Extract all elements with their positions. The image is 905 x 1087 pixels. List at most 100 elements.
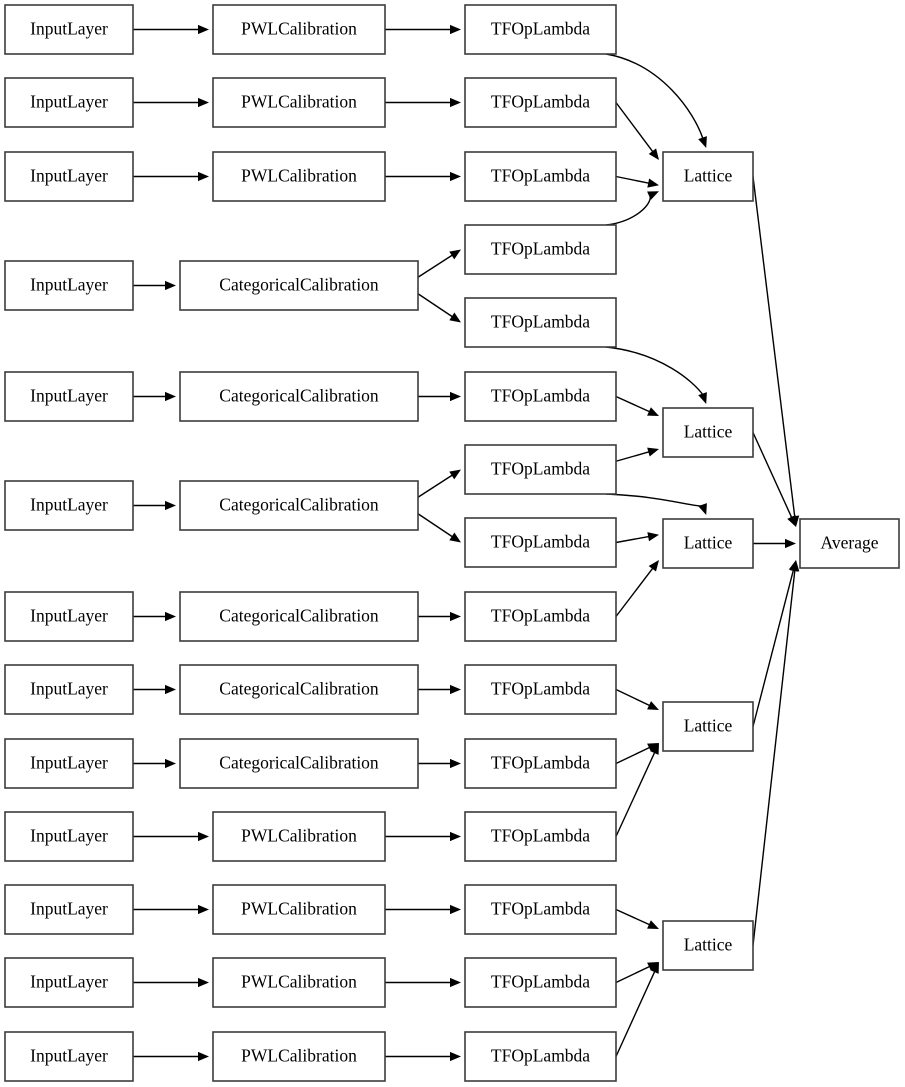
node-input-layer-in4[interactable]: InputLayer bbox=[4, 260, 134, 311]
node-box[interactable] bbox=[179, 664, 419, 715]
node-box[interactable] bbox=[464, 884, 617, 935]
node-box[interactable] bbox=[4, 1031, 134, 1082]
node-box[interactable] bbox=[662, 518, 754, 569]
node-tfop-lambda-lam7[interactable]: TFOpLambda bbox=[464, 444, 617, 495]
node-pwlcalibration-cal13[interactable]: PWLCalibration bbox=[212, 1031, 386, 1082]
node-box[interactable] bbox=[4, 591, 134, 642]
node-box[interactable] bbox=[179, 480, 419, 531]
edge-cal6-to-lam8-arrow bbox=[449, 532, 461, 543]
node-box[interactable] bbox=[464, 957, 617, 1008]
node-box[interactable] bbox=[4, 957, 134, 1008]
node-box[interactable] bbox=[464, 224, 617, 275]
node-lattice-lat1[interactable]: Lattice bbox=[662, 151, 754, 202]
node-box[interactable] bbox=[662, 920, 754, 971]
node-box[interactable] bbox=[464, 738, 617, 789]
node-box[interactable] bbox=[464, 4, 617, 55]
node-categorical-calibration-cal9[interactable]: CategoricalCalibration bbox=[179, 738, 419, 789]
node-pwlcalibration-cal12[interactable]: PWLCalibration bbox=[212, 957, 386, 1008]
node-box[interactable] bbox=[212, 151, 386, 202]
node-pwlcalibration-cal1[interactable]: PWLCalibration bbox=[212, 4, 386, 55]
node-box[interactable] bbox=[212, 957, 386, 1008]
node-lattice-lat5[interactable]: Lattice bbox=[662, 920, 754, 971]
node-box[interactable] bbox=[212, 884, 386, 935]
edge-cal9-to-lam11-arrow bbox=[450, 758, 461, 769]
node-box[interactable] bbox=[179, 591, 419, 642]
node-input-layer-in5[interactable]: InputLayer bbox=[4, 371, 134, 422]
node-tfop-lambda-lam9[interactable]: TFOpLambda bbox=[464, 591, 617, 642]
node-box[interactable] bbox=[464, 811, 617, 862]
node-box[interactable] bbox=[179, 371, 419, 422]
node-box[interactable] bbox=[179, 260, 419, 311]
node-box[interactable] bbox=[464, 151, 617, 202]
node-tfop-lambda-lam12[interactable]: TFOpLambda bbox=[464, 811, 617, 862]
node-input-layer-in6[interactable]: InputLayer bbox=[4, 480, 134, 531]
node-box[interactable] bbox=[4, 664, 134, 715]
node-categorical-calibration-cal6[interactable]: CategoricalCalibration bbox=[179, 480, 419, 531]
node-input-layer-in10[interactable]: InputLayer bbox=[4, 811, 134, 862]
node-box[interactable] bbox=[464, 1031, 617, 1082]
edge-lam7-to-lat2 bbox=[615, 450, 651, 462]
edge-cal11-to-lam13-arrow bbox=[450, 904, 461, 915]
node-tfop-lambda-lam2[interactable]: TFOpLambda bbox=[464, 77, 617, 128]
node-box[interactable] bbox=[4, 77, 134, 128]
node-tfop-lambda-lam5[interactable]: TFOpLambda bbox=[464, 297, 617, 348]
node-box[interactable] bbox=[212, 4, 386, 55]
node-categorical-calibration-cal8[interactable]: CategoricalCalibration bbox=[179, 664, 419, 715]
node-tfop-lambda-lam8[interactable]: TFOpLambda bbox=[464, 517, 617, 568]
node-pwlcalibration-cal3[interactable]: PWLCalibration bbox=[212, 151, 386, 202]
node-tfop-lambda-lam6[interactable]: TFOpLambda bbox=[464, 371, 617, 422]
node-tfop-lambda-lam10[interactable]: TFOpLambda bbox=[464, 664, 617, 715]
node-box[interactable] bbox=[464, 297, 617, 348]
node-box[interactable] bbox=[4, 371, 134, 422]
node-box[interactable] bbox=[212, 77, 386, 128]
node-tfop-lambda-lam13[interactable]: TFOpLambda bbox=[464, 884, 617, 935]
node-box[interactable] bbox=[662, 701, 754, 752]
node-input-layer-in13[interactable]: InputLayer bbox=[4, 1031, 134, 1082]
node-box[interactable] bbox=[662, 407, 754, 458]
node-box[interactable] bbox=[464, 371, 617, 422]
node-lattice-lat2[interactable]: Lattice bbox=[662, 407, 754, 458]
node-pwlcalibration-cal2[interactable]: PWLCalibration bbox=[212, 77, 386, 128]
node-box[interactable] bbox=[464, 77, 617, 128]
node-box[interactable] bbox=[4, 811, 134, 862]
edge-lam13-to-lat5 bbox=[615, 908, 652, 926]
node-tfop-lambda-lam3[interactable]: TFOpLambda bbox=[464, 151, 617, 202]
node-input-layer-in11[interactable]: InputLayer bbox=[4, 884, 134, 935]
node-box[interactable] bbox=[464, 591, 617, 642]
node-lattice-lat4[interactable]: Lattice bbox=[662, 701, 754, 752]
node-categorical-calibration-cal4[interactable]: CategoricalCalibration bbox=[179, 260, 419, 311]
edge-lam1-to-lat1-arrow bbox=[698, 136, 707, 148]
node-lattice-lat3[interactable]: Lattice bbox=[662, 518, 754, 569]
node-pwlcalibration-cal10[interactable]: PWLCalibration bbox=[212, 811, 386, 862]
node-box[interactable] bbox=[464, 664, 617, 715]
node-box[interactable] bbox=[464, 517, 617, 568]
node-box[interactable] bbox=[212, 1031, 386, 1082]
node-box[interactable] bbox=[799, 518, 900, 569]
node-tfop-lambda-lam14[interactable]: TFOpLambda bbox=[464, 957, 617, 1008]
node-box[interactable] bbox=[179, 738, 419, 789]
node-tfop-lambda-lam4[interactable]: TFOpLambda bbox=[464, 224, 617, 275]
node-input-layer-in12[interactable]: InputLayer bbox=[4, 957, 134, 1008]
node-box[interactable] bbox=[4, 151, 134, 202]
node-categorical-calibration-cal5[interactable]: CategoricalCalibration bbox=[179, 371, 419, 422]
node-box[interactable] bbox=[4, 4, 134, 55]
node-categorical-calibration-cal7[interactable]: CategoricalCalibration bbox=[179, 591, 419, 642]
node-input-layer-in1[interactable]: InputLayer bbox=[4, 4, 134, 55]
node-box[interactable] bbox=[4, 260, 134, 311]
node-average-avg[interactable]: Average bbox=[799, 518, 900, 569]
node-input-layer-in3[interactable]: InputLayer bbox=[4, 151, 134, 202]
node-input-layer-in7[interactable]: InputLayer bbox=[4, 591, 134, 642]
node-input-layer-in8[interactable]: InputLayer bbox=[4, 664, 134, 715]
node-tfop-lambda-lam1[interactable]: TFOpLambda bbox=[464, 4, 617, 55]
node-box[interactable] bbox=[4, 480, 134, 531]
node-tfop-lambda-lam15[interactable]: TFOpLambda bbox=[464, 1031, 617, 1082]
node-box[interactable] bbox=[4, 738, 134, 789]
node-box[interactable] bbox=[464, 444, 617, 495]
node-pwlcalibration-cal11[interactable]: PWLCalibration bbox=[212, 884, 386, 935]
node-box[interactable] bbox=[4, 884, 134, 935]
node-input-layer-in2[interactable]: InputLayer bbox=[4, 77, 134, 128]
node-box[interactable] bbox=[662, 151, 754, 202]
node-input-layer-in9[interactable]: InputLayer bbox=[4, 738, 134, 789]
node-tfop-lambda-lam11[interactable]: TFOpLambda bbox=[464, 738, 617, 789]
node-box[interactable] bbox=[212, 811, 386, 862]
